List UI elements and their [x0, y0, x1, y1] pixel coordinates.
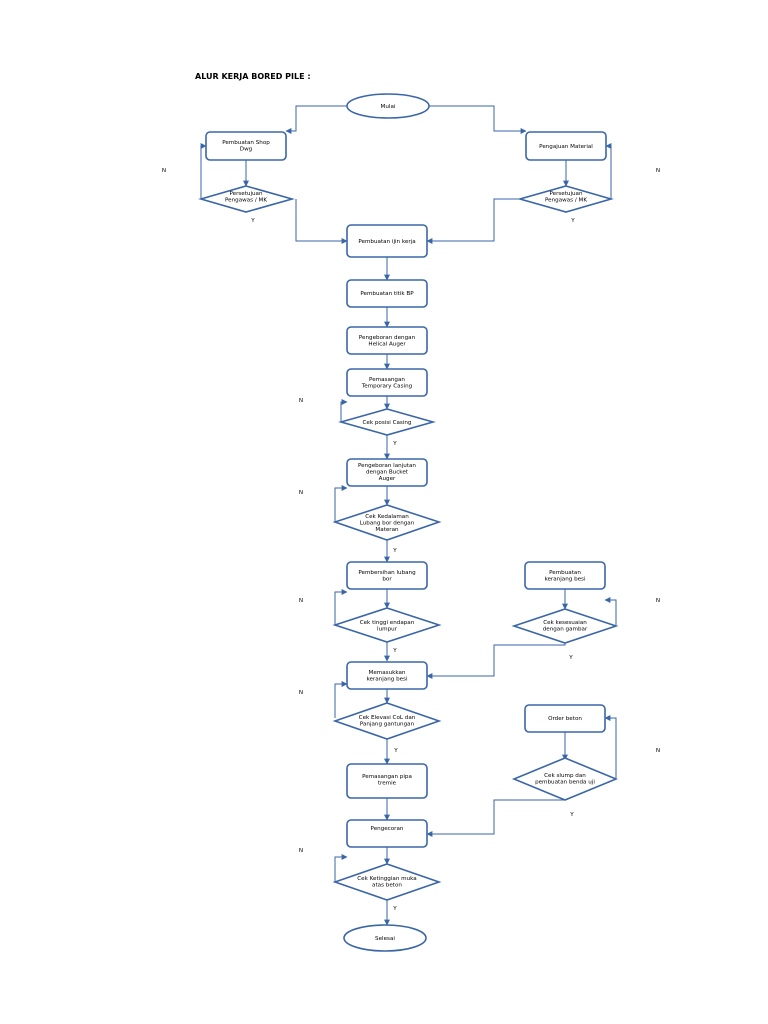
- yes-label: Y: [392, 906, 397, 912]
- connector-kesesuaian-yes: [426, 643, 566, 679]
- connector-endapan-no: [334, 589, 348, 625]
- connector-slump-yes: [426, 799, 566, 837]
- decision-cek-posisi-casing: [338, 408, 436, 436]
- no-label: N: [299, 490, 303, 496]
- connector-ketinggian-no: [334, 854, 348, 882]
- label-cek-posisi-casing: Cek posisi Casing: [363, 420, 412, 426]
- connector-kesesuaian-no: [604, 597, 617, 625]
- process-pembuatan-keranjang: [524, 561, 606, 590]
- decision-cek-kedalaman: [332, 504, 442, 541]
- no-label: N: [299, 690, 303, 696]
- decision-persetujuan-left: [198, 185, 295, 213]
- decision-cek-kesesuaian: [511, 608, 619, 644]
- process-order-beton: [524, 704, 606, 733]
- no-label: N: [299, 598, 303, 604]
- process-pembersihan: [346, 561, 428, 590]
- shapes: [198, 93, 619, 952]
- no-label: N: [656, 168, 660, 174]
- no-label: N: [162, 168, 166, 174]
- label-pengajuan-material: Pengajuan Material: [539, 144, 593, 150]
- no-label: N: [656, 748, 660, 754]
- decision-cek-elevasi: [332, 702, 442, 740]
- connector-approval-left-yes: [295, 199, 348, 244]
- label-mulai: Mulai: [381, 104, 396, 110]
- connector-mulai-left: [285, 105, 347, 134]
- connector-kedalaman-no: [334, 485, 348, 522]
- process-memasukkan-keranjang: [346, 661, 428, 690]
- connector-approval-left-no: [200, 143, 207, 199]
- connector-cek-casing-no: [340, 399, 348, 422]
- decision-persetujuan-right: [517, 185, 614, 213]
- yes-label: Y: [392, 648, 397, 654]
- page-title: ALUR KERJA BORED PILE :: [195, 72, 311, 81]
- connector-slump-no: [604, 715, 617, 778]
- connector-approval-right-no: [605, 143, 612, 199]
- label-ijin-kerja: Pembuatan ijin kerja: [358, 239, 415, 245]
- connectors: [200, 105, 617, 926]
- decision-cek-slump: [511, 757, 619, 801]
- decision-cek-endapan: [332, 607, 442, 643]
- process-pengecoran: [346, 819, 428, 848]
- start-terminator: [346, 93, 430, 119]
- yes-label: Y: [392, 548, 397, 554]
- yes-label: Y: [250, 218, 255, 224]
- no-label: N: [299, 848, 303, 854]
- label-order-beton: Order beton: [548, 716, 582, 722]
- yes-label: Y: [392, 441, 397, 447]
- process-temporary-casing: [346, 368, 428, 397]
- yes-label: Y: [570, 218, 575, 224]
- label-selesai: Selesai: [375, 936, 395, 942]
- branch-labels: Y Y Y Y Y Y Y Y Y N N N N N N N N N: [162, 168, 660, 912]
- process-pengeboran-lanjutan: [346, 458, 428, 487]
- decision-cek-ketinggian: [332, 863, 442, 901]
- yes-label: Y: [568, 655, 573, 661]
- connector-mulai-right: [429, 105, 527, 134]
- label-pengecoran: Pengecoran: [371, 826, 404, 832]
- connector-approval-right-yes: [426, 198, 520, 244]
- process-ijin-kerja: [346, 224, 428, 258]
- yes-label: Y: [393, 748, 398, 754]
- yes-label: Y: [569, 812, 574, 818]
- process-titik-bp: [346, 279, 428, 308]
- end-terminator: [343, 924, 427, 952]
- no-label: N: [656, 598, 660, 604]
- process-shop-dwg: [205, 131, 287, 161]
- process-pengajuan-material: [525, 131, 607, 161]
- label-titik-bp: Pembuatan titik BP: [360, 291, 414, 297]
- connector-elevasi-no: [334, 681, 348, 718]
- process-pipa-tremie: [346, 763, 428, 799]
- no-label: N: [299, 398, 303, 404]
- process-pengeboran-helical: [346, 326, 428, 355]
